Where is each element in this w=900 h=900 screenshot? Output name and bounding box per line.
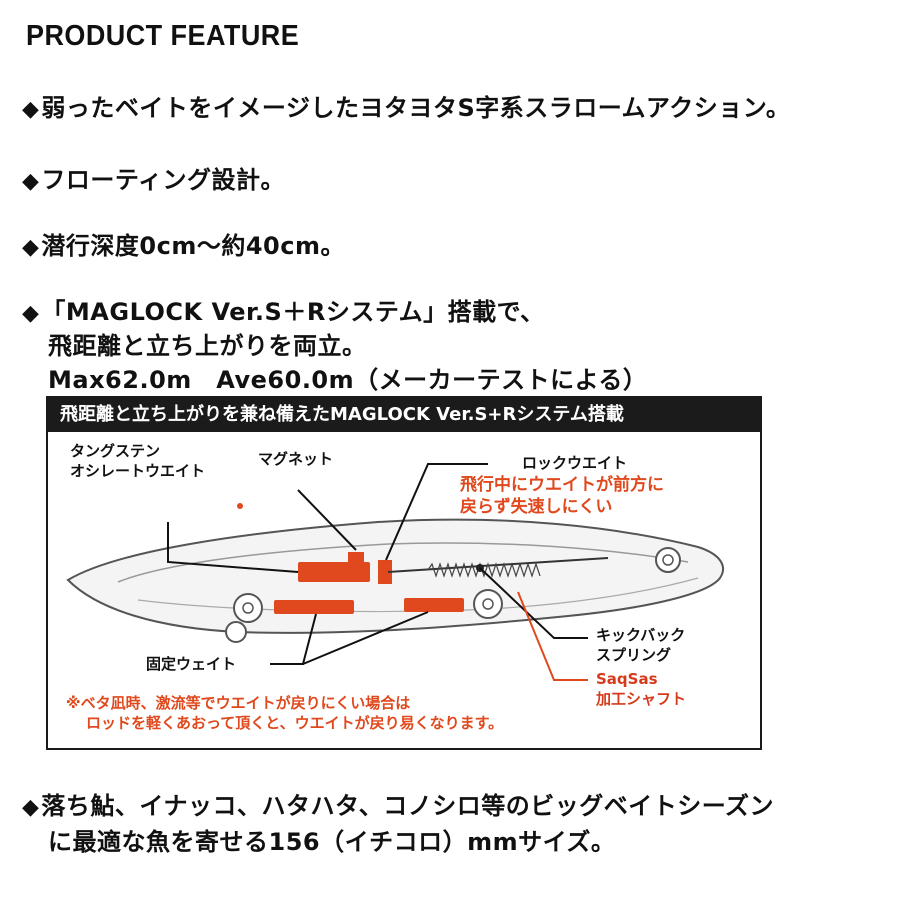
diagram-header: 飛距離と立ち上がりを兼ね備えたMAGLOCK Ver.S+Rシステム搭載 <box>48 398 760 432</box>
label-lock-note-2: 戻らず失速しにくい <box>460 497 613 517</box>
feature-text: フローティング設計。 <box>41 166 285 194</box>
fixed-weight-2 <box>404 598 464 612</box>
diamond-bullet-icon: ◆ <box>22 97 40 122</box>
fixed-weight-1 <box>274 600 354 614</box>
feature-item-action: ◆弱ったベイトをイメージしたヨタヨタS字系スラロームアクション。 <box>22 88 790 123</box>
feature-item-season: ◆落ち鮎、イナッコ、ハタハタ、コノシロ等のビッグベイトシーズン <box>22 786 774 821</box>
lure-body-inner <box>117 542 689 583</box>
diamond-bullet-icon: ◆ <box>22 169 40 194</box>
footnote-line-2: ロッドを軽くあおって頂くと、ウエイトが戻り易くなります。 <box>86 714 504 732</box>
footnote-line-1: ※ベタ凪時、激流等でウエイトが戻りにくい場合は <box>66 694 411 712</box>
label-saqsas-2: 加工シャフト <box>596 690 687 708</box>
feature-text: 落ち鮎、イナッコ、ハタハタ、コノシロ等のビッグベイトシーズン <box>41 792 775 820</box>
diamond-bullet-icon: ◆ <box>22 301 40 326</box>
kickback-spring <box>427 562 541 578</box>
label-tungsten: タングステン <box>70 442 161 460</box>
leader-line-magnet <box>297 489 357 551</box>
label-lock-weight: ロックウエイト <box>522 454 628 472</box>
feature-text: 「MAGLOCK Ver.S＋Rシステム」搭載で、 <box>41 298 545 326</box>
tungsten-weight <box>298 562 370 582</box>
feature-text-size: に最適な魚を寄せる156（イチコロ）mmサイズ。 <box>48 828 616 856</box>
feature-item-floating: ◆フローティング設計。 <box>22 160 285 195</box>
label-lock-note-1: 飛行中にウエイトが前方に <box>460 475 664 495</box>
saqsas-shaft <box>387 557 609 573</box>
orange-dot <box>237 503 243 509</box>
label-magnet: マグネット <box>258 450 334 468</box>
lure-illustration <box>66 463 725 681</box>
label-fixed-weight: 固定ウェイト <box>146 655 237 673</box>
feature-item-maglock: ◆「MAGLOCK Ver.S＋Rシステム」搭載で、 <box>22 292 545 327</box>
lock-weight-block <box>378 560 392 584</box>
label-kickback-2: スプリング <box>596 646 672 664</box>
maglock-diagram: 飛距離と立ち上がりを兼ね備えたMAGLOCK Ver.S+Rシステム搭載 <box>46 396 762 750</box>
line-tie-icon <box>225 621 247 643</box>
page-title: PRODUCT FEATURE <box>26 20 300 52</box>
label-kickback: キックバック <box>596 626 686 644</box>
leader-line-fixed-2 <box>302 611 429 665</box>
leader-line-saqsas <box>517 591 588 681</box>
leader-line-tungsten <box>167 522 299 573</box>
feature-text-distance: Max62.0m Ave60.0m（メーカーテストによる） <box>48 366 648 394</box>
feature-item-depth: ◆潜行深度0cm～約40cm。 <box>22 226 345 261</box>
label-saqsas: SaqSas <box>596 670 658 688</box>
leader-line-kickback <box>479 567 588 639</box>
magnet-block <box>348 552 364 564</box>
feature-text: 弱ったベイトをイメージしたヨタヨタS字系スラロームアクション。 <box>41 94 791 122</box>
feature-text-continued: 飛距離と立ち上がりを両立。 <box>48 332 367 360</box>
feature-text: 潜行深度0cm～約40cm。 <box>41 232 345 260</box>
diamond-bullet-icon: ◆ <box>22 795 40 820</box>
label-tungsten-2: オシレートウエイト <box>70 462 206 480</box>
leader-line-lock <box>385 463 488 561</box>
diamond-bullet-icon: ◆ <box>22 235 40 260</box>
